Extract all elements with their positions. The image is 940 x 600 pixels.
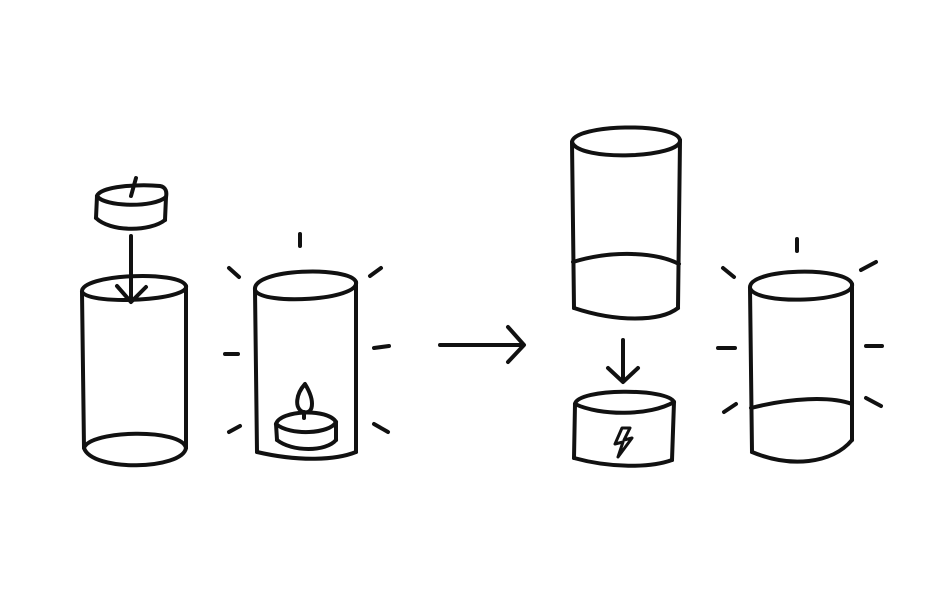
glow-rays-icon [223,232,391,434]
flame-icon [295,382,314,420]
step-lit-tealight [223,232,391,461]
wick-icon [129,176,138,198]
cylinder-lamp-assembled [748,269,854,464]
tealight-candle-icon [94,176,169,231]
battery-base [572,389,676,468]
glass-cylinder-lit [253,269,358,461]
lightning-bolt-icon [613,426,634,459]
arrow-down-icon [606,338,640,384]
glow-rays-icon [716,237,884,414]
step-attach-battery-base [570,125,682,468]
cylinder-shade [570,125,682,321]
arrow-right-icon [438,325,526,364]
glass-cylinder-empty [80,273,188,468]
step-assembled-lamp [716,237,884,464]
step-insert-tealight [80,176,188,468]
arrow-down-icon [115,234,148,304]
